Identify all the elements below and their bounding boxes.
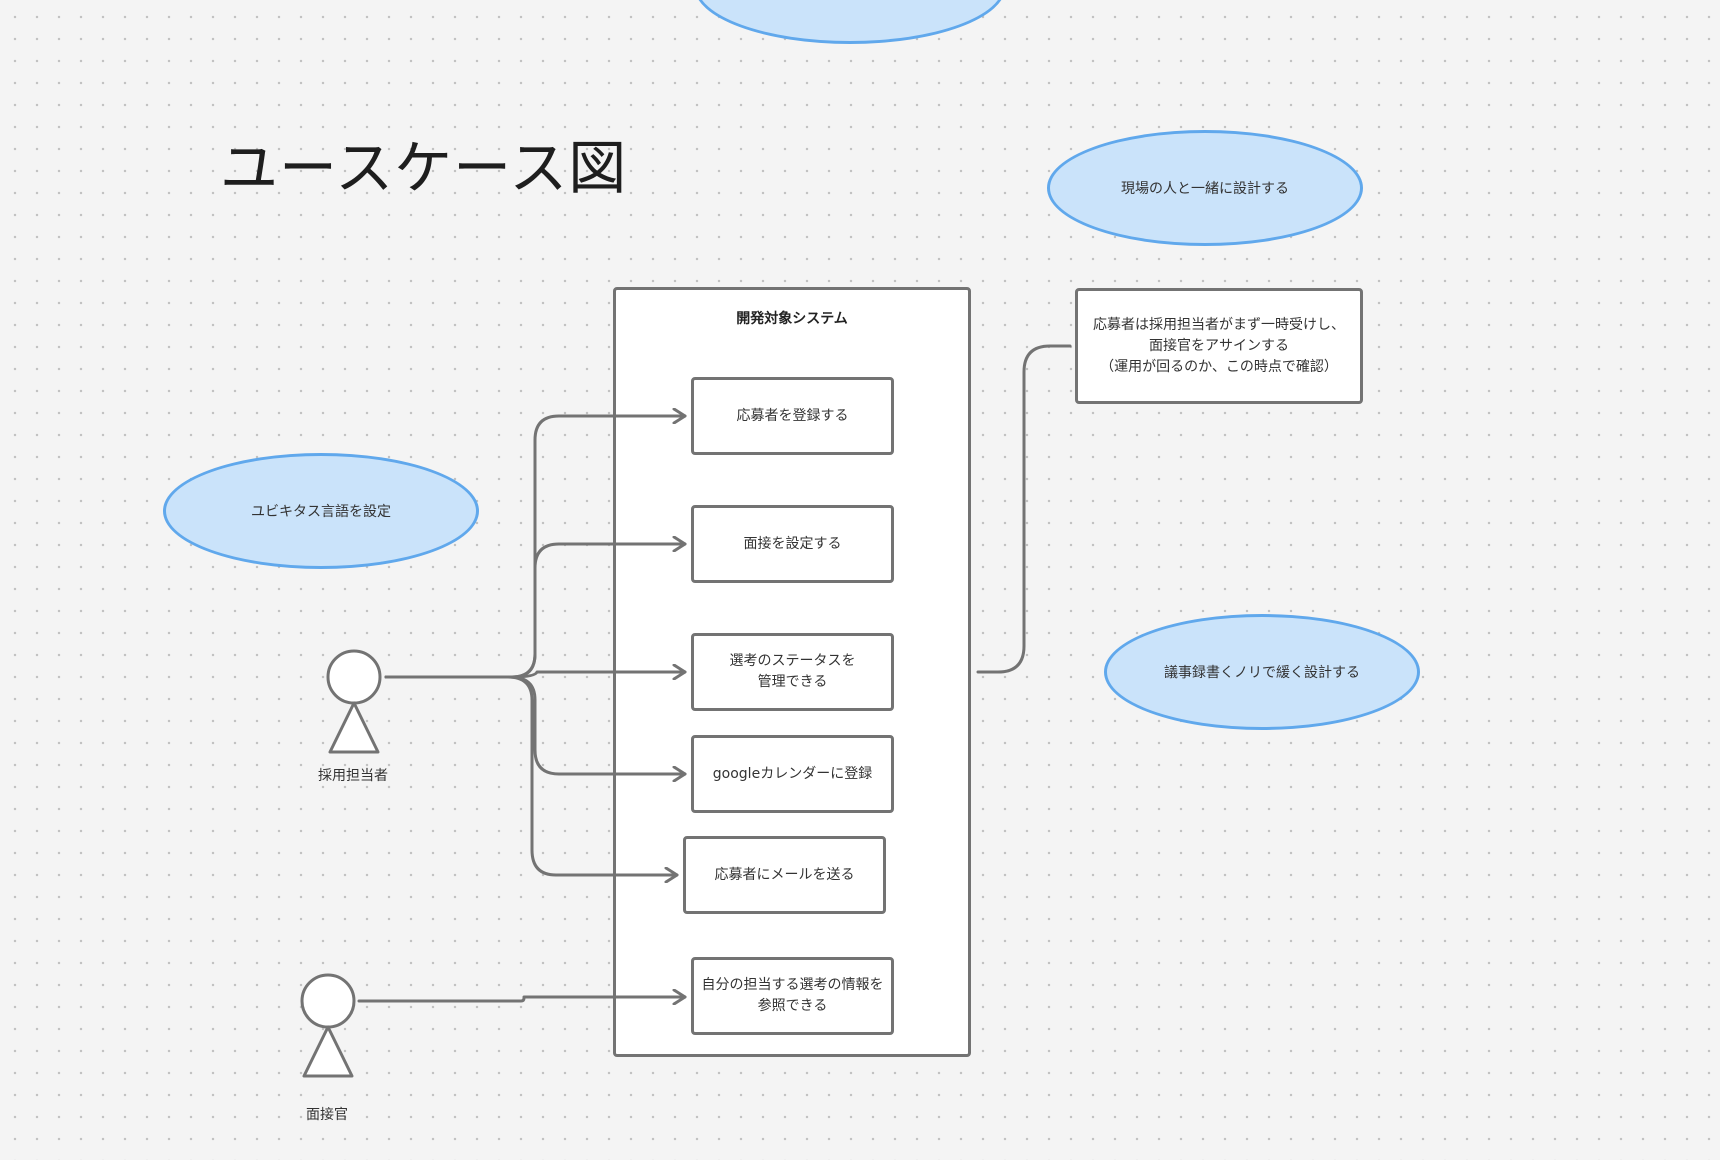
ellipse-casual-design[interactable]: 議事録書くノリで緩く設計する bbox=[1104, 614, 1420, 730]
use-case-send-email[interactable]: 応募者にメールを送る bbox=[683, 836, 886, 914]
ellipse-ubiquitous-language-label: ユビキタス言語を設定 bbox=[251, 504, 391, 520]
note-line-1: 応募者は採用担当者がまず一時受けし、 bbox=[1093, 316, 1345, 333]
note-line-3: （運用が回るのか、この時点で確認） bbox=[1100, 358, 1338, 375]
actor-recruiter-figure[interactable] bbox=[326, 649, 382, 754]
actor-interviewer-label: 面接官 bbox=[306, 1107, 348, 1123]
actor-interviewer-body bbox=[302, 1025, 354, 1078]
actor-interviewer-head bbox=[300, 973, 356, 1029]
note-connector bbox=[976, 344, 1072, 674]
note-line-2: 面接官をアサインする bbox=[1149, 337, 1289, 354]
use-case-register-applicant[interactable]: 応募者を登録する bbox=[691, 377, 894, 455]
use-case-schedule-interview[interactable]: 面接を設定する bbox=[691, 505, 894, 583]
use-case-view-own-selection[interactable]: 自分の担当する選考の情報を 参照できる bbox=[691, 957, 894, 1035]
ellipse-design-with-field-label: 現場の人と一緒に設計する bbox=[1121, 181, 1289, 197]
ellipse-design-with-field[interactable]: 現場の人と一緒に設計する bbox=[1047, 130, 1363, 246]
system-title: 開発対象システム bbox=[736, 311, 848, 327]
use-case-manage-status[interactable]: 選考のステータスを 管理できる bbox=[691, 633, 894, 711]
actor-recruiter-head bbox=[326, 649, 382, 705]
diagram-title: ユースケース図 bbox=[220, 134, 628, 202]
note-box[interactable]: 応募者は採用担当者がまず一時受けし、 面接官をアサインする （運用が回るのか、こ… bbox=[1075, 288, 1363, 404]
actor-recruiter-label: 採用担当者 bbox=[318, 768, 388, 784]
actor-interviewer-figure[interactable] bbox=[300, 973, 356, 1078]
use-case-google-calendar[interactable]: googleカレンダーに登録 bbox=[691, 735, 894, 813]
ellipse-top-partial[interactable] bbox=[694, 0, 1006, 44]
actor-recruiter-body bbox=[328, 701, 380, 754]
ellipse-casual-design-label: 議事録書くノリで緩く設計する bbox=[1164, 665, 1360, 681]
ellipse-ubiquitous-language[interactable]: ユビキタス言語を設定 bbox=[163, 453, 479, 569]
